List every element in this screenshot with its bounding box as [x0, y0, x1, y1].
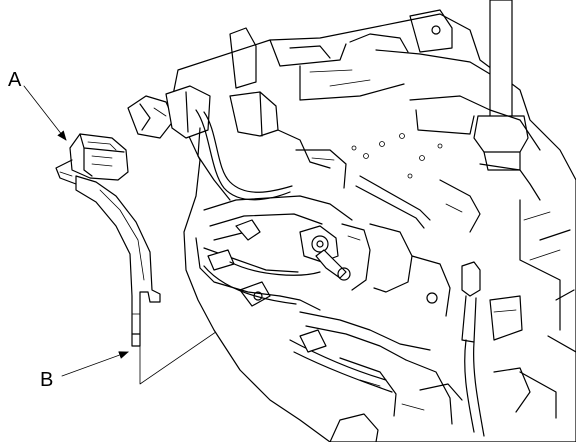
callout-b-leader — [61, 351, 129, 377]
housing-assembly — [127, 0, 576, 442]
bracket-part — [55, 133, 161, 347]
callout-label-a: A — [8, 69, 22, 91]
callout-a-leader — [23, 85, 67, 141]
callout-label-b: B — [40, 369, 53, 391]
